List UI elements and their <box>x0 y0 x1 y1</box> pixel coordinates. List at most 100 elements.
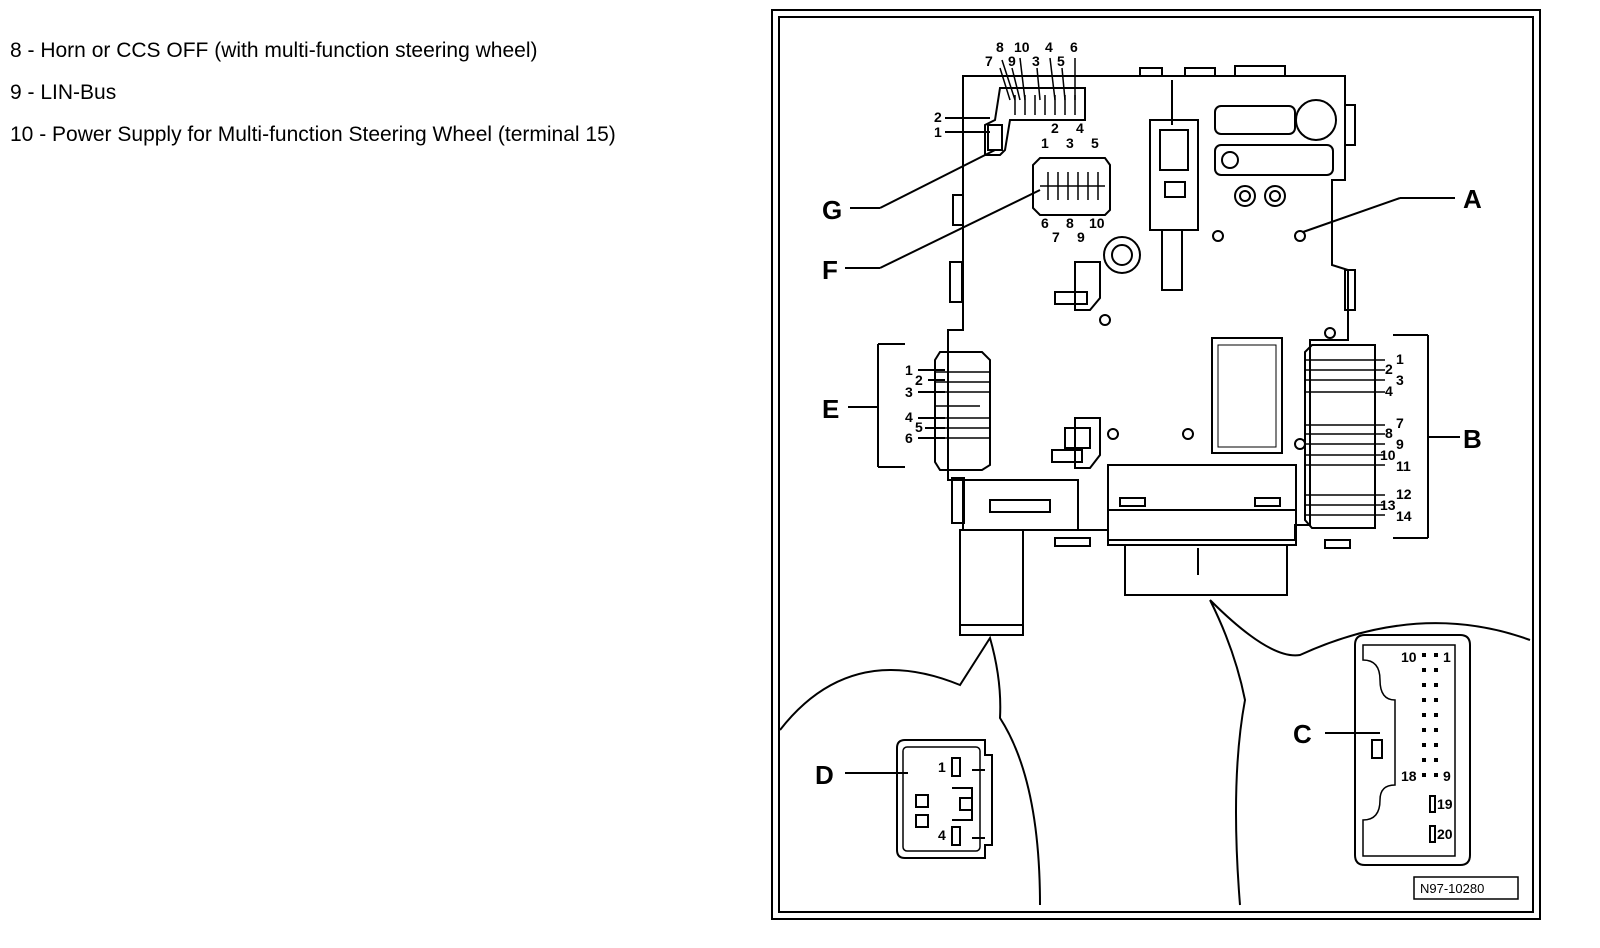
board-tab <box>952 194 964 226</box>
legend-item-8: 8 - Horn or CCS OFF (with multi-function… <box>10 39 538 62</box>
pin-label: 9 <box>1008 53 1016 69</box>
label-e: E <box>822 394 839 424</box>
relay-slot <box>1159 129 1189 171</box>
screw-inner <box>1269 190 1281 202</box>
pin-label: 6 <box>905 430 913 446</box>
rounded-slot <box>1214 105 1296 135</box>
pin-label: 9 <box>1396 436 1404 452</box>
pin-label: 5 <box>1057 53 1065 69</box>
callout-c <box>1209 599 1531 906</box>
pin-label: 9 <box>1077 229 1085 245</box>
connector-f-pins <box>1040 172 1105 200</box>
board-tab <box>1139 67 1163 77</box>
connector-c-detail <box>1354 634 1471 866</box>
rounded-slot <box>1214 144 1334 176</box>
pin-label: 1 <box>934 124 942 140</box>
pin-label: 10 <box>1380 447 1396 463</box>
pin-label: 1 <box>905 362 913 378</box>
connector-d-plug <box>959 529 1024 636</box>
pin-label: 3 <box>1066 135 1074 151</box>
connector-g-latch <box>987 124 1003 151</box>
leader-lines <box>845 117 1460 774</box>
pin-label: 13 <box>1380 497 1396 513</box>
pin-label: 20 <box>1437 826 1453 842</box>
pin-label: 10 <box>1089 215 1105 231</box>
connector-d-detail <box>896 739 993 859</box>
pin-label: 2 <box>915 372 923 388</box>
connector-g <box>984 87 1086 156</box>
pin-label: 8 <box>1066 215 1074 231</box>
label-c: C <box>1293 719 1312 749</box>
pin-label: 2 <box>934 109 942 125</box>
pin-label: 5 <box>915 419 923 435</box>
connector-f <box>1032 157 1111 216</box>
pin-label: 1 <box>1443 649 1451 665</box>
screw <box>1234 185 1256 207</box>
pin-label: 4 <box>1385 383 1393 399</box>
pin-label: 18 <box>1401 768 1417 784</box>
pin-label: 1 <box>938 759 946 775</box>
center-chip-inner <box>1217 344 1277 448</box>
reference-box <box>1413 876 1519 900</box>
pin-label: 8 <box>996 39 1004 55</box>
pin-label: 2 <box>1385 361 1393 377</box>
pin-label: 3 <box>1396 372 1404 388</box>
board-tab <box>1344 104 1356 146</box>
pin-label: 9 <box>1443 768 1451 784</box>
label-f: F <box>822 255 838 285</box>
pin-label: 3 <box>1032 53 1040 69</box>
pin-label: 7 <box>1052 229 1060 245</box>
connector-c-pin-grid <box>1422 653 1438 777</box>
pin-label: 6 <box>1070 39 1078 55</box>
connector-e-pins <box>935 371 990 439</box>
pin-label: 19 <box>1437 796 1453 812</box>
connector-d-housing <box>962 479 1079 531</box>
relay-post <box>1161 229 1183 291</box>
pin-label: 4 <box>1076 120 1084 136</box>
relay-block <box>1149 119 1199 231</box>
center-chip <box>1211 337 1283 454</box>
board-tab <box>1324 539 1351 549</box>
inner-frame <box>778 16 1534 913</box>
reference-number: N97-10280 <box>1420 881 1484 896</box>
pin-label: 12 <box>1396 486 1412 502</box>
legend: 8 - Horn or CCS OFF (with multi-function… <box>10 30 616 156</box>
label-d: D <box>815 760 834 790</box>
pin-label: 1 <box>1396 351 1404 367</box>
relay-slot <box>1164 181 1186 198</box>
round-hole <box>1295 99 1337 141</box>
pin-label: 11 <box>1396 458 1411 474</box>
knob-inner <box>1111 244 1133 266</box>
pin-label: 6 <box>1041 215 1049 231</box>
mount-hole <box>1212 230 1224 242</box>
pin-label: 2 <box>1051 120 1059 136</box>
connector-e <box>934 351 991 471</box>
pin-label: 5 <box>1091 135 1099 151</box>
pin-label: 14 <box>1396 508 1412 524</box>
board-tab <box>1344 269 1356 311</box>
pin-label: 1 <box>1041 135 1049 151</box>
pin-label: 7 <box>985 53 993 69</box>
connector-g-pins <box>999 57 1076 115</box>
callout-d <box>779 635 1041 906</box>
knob <box>1103 236 1141 274</box>
outer-frame <box>771 9 1541 920</box>
mount-hole <box>1294 230 1306 242</box>
small-hole <box>1221 151 1239 169</box>
legend-item-9: 9 - LIN-Bus <box>10 81 117 104</box>
label-a: A <box>1463 184 1482 214</box>
pin-label: 10 <box>1401 649 1417 665</box>
board-tab <box>1234 65 1286 77</box>
pin-label: 3 <box>905 384 913 400</box>
pin-label: 4 <box>905 409 913 425</box>
label-g: G <box>822 195 842 225</box>
pin-label: 8 <box>1385 425 1393 441</box>
connector-c-plug <box>1124 544 1288 596</box>
legend-item-10: 10 - Power Supply for Multi-function Ste… <box>10 123 616 146</box>
screw <box>1264 185 1286 207</box>
label-b: B <box>1463 424 1482 454</box>
board-tab <box>1054 537 1091 547</box>
bracket <box>1074 417 1101 469</box>
board-tab <box>949 261 963 303</box>
